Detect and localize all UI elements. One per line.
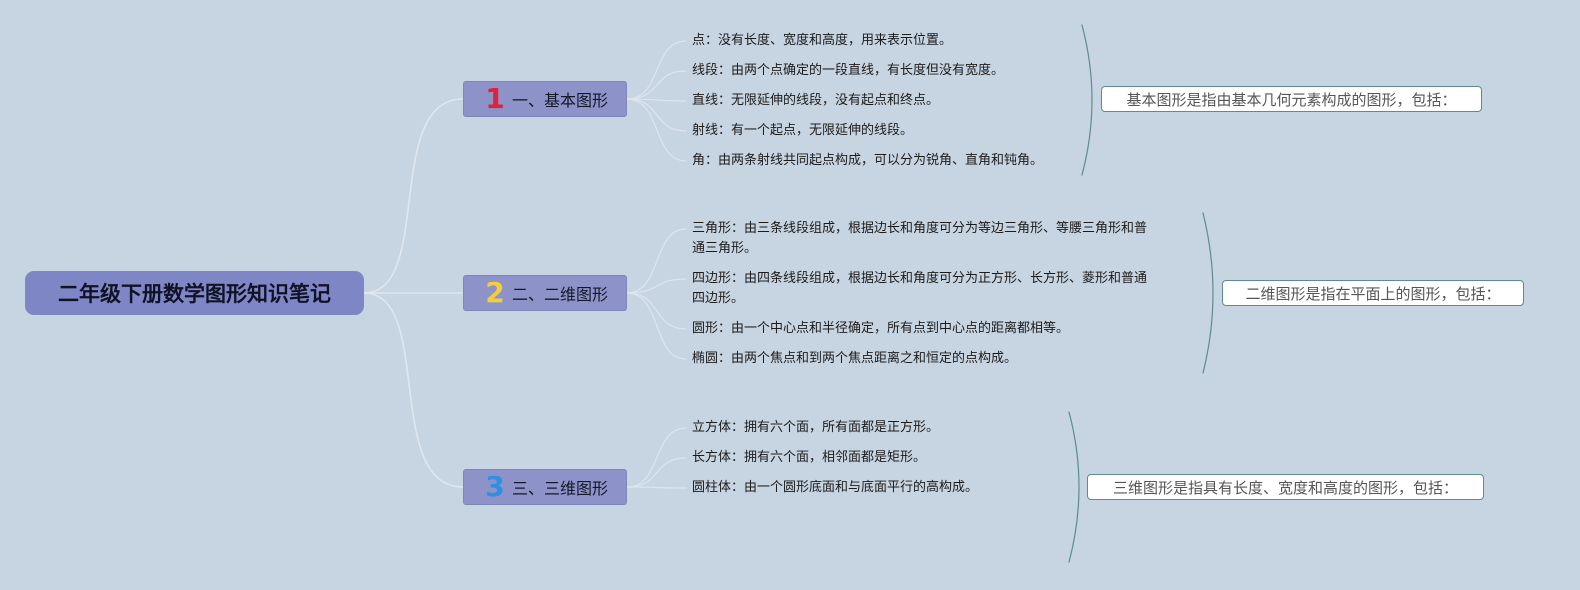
root-node[interactable]: 二年级下册数学图形知识笔记 (25, 271, 364, 315)
leaf-text-line: 四边形：由四条线段组成，根据边长和角度可分为正方形、长方形、菱形和普通 (692, 271, 1148, 286)
summary-box[interactable]: 二维图形是指在平面上的图形，包括： (1222, 280, 1524, 306)
leaf-item[interactable]: 直线：无限延伸的线段，没有起点和终点。 (692, 91, 939, 111)
leaf-text-line: 通三角形。 (692, 241, 758, 256)
summary-bracket (1068, 411, 1080, 563)
leaf-text-line: 射线：有一个起点，无限延伸的线段。 (692, 123, 914, 138)
branch-number-icon: 1 (485, 82, 505, 115)
leaf-item[interactable]: 射线：有一个起点，无限延伸的线段。 (692, 121, 913, 141)
leaf-text-line: 立方体：拥有六个面，所有面都是正方形。 (692, 420, 940, 435)
summary-box[interactable]: 三维图形是指具有长度、宽度和高度的图形，包括： (1087, 474, 1484, 500)
leaf-item[interactable]: 立方体：拥有六个面，所有面都是正方形。 (692, 418, 939, 438)
branch-node-2[interactable]: 2 二、二维图形 (463, 275, 627, 311)
branch-to-leaf-link (626, 427, 687, 488)
leaf-text-line: 直线：无限延伸的线段，没有起点和终点。 (692, 93, 940, 108)
branch-to-leaf-link (626, 98, 687, 162)
branch-number-icon: 2 (485, 276, 505, 309)
summary-bracket (1202, 212, 1214, 374)
branch-to-leaf-link (626, 457, 687, 488)
leaf-text-line: 点：没有长度、宽度和高度，用来表示位置。 (692, 33, 953, 48)
leaf-item[interactable]: 圆形：由一个中心点和半径确定，所有点到中心点的距离都相等。 (692, 319, 1069, 339)
branch-label: 三、三维图形 (512, 479, 609, 498)
branch-to-leaf-link (626, 98, 687, 132)
branch-to-leaf-link (626, 98, 687, 102)
leaf-text-line: 圆形：由一个中心点和半径确定，所有点到中心点的距离都相等。 (692, 321, 1070, 336)
branch-number-icon: 3 (485, 470, 505, 503)
branch-to-leaf-link (626, 228, 687, 294)
branch-label: 一、基本图形 (512, 91, 609, 110)
root-to-branch-link (363, 292, 464, 488)
branch-to-leaf-link (626, 278, 687, 294)
summary-bracket (1081, 24, 1093, 176)
branch-to-leaf-link (626, 70, 687, 100)
leaf-text-line: 线段：由两个点确定的一段直线，有长度但没有宽度。 (692, 63, 1005, 78)
root-title: 二年级下册数学图形知识笔记 (58, 282, 331, 306)
branch-to-leaf-link (626, 292, 687, 360)
leaf-text-line: 椭圆：由两个焦点和到两个焦点距离之和恒定的点构成。 (692, 351, 1018, 366)
leaf-text-line: 三角形：由三条线段组成，根据边长和角度可分为等边三角形、等腰三角形和普 (692, 221, 1148, 236)
leaf-item[interactable]: 椭圆：由两个焦点和到两个焦点距离之和恒定的点构成。 (692, 349, 1017, 369)
summary-box[interactable]: 基本图形是指由基本几何元素构成的图形，包括： (1101, 86, 1482, 112)
leaf-item[interactable]: 四边形：由四条线段组成，根据边长和角度可分为正方形、长方形、菱形和普通四边形。 (692, 269, 1147, 309)
leaf-text-line: 四边形。 (692, 291, 745, 306)
root-to-branch-link (363, 98, 464, 294)
leaf-item[interactable]: 角：由两条射线共同起点构成，可以分为锐角、直角和钝角。 (692, 151, 1043, 171)
branch-node-1[interactable]: 1 一、基本图形 (463, 81, 627, 117)
leaf-item[interactable]: 三角形：由三条线段组成，根据边长和角度可分为等边三角形、等腰三角形和普通三角形。 (692, 219, 1147, 259)
leaf-text-line: 圆柱体：由一个圆形底面和与底面平行的高构成。 (692, 480, 979, 495)
leaf-text-line: 角：由两条射线共同起点构成，可以分为锐角、直角和钝角。 (692, 153, 1044, 168)
branch-to-leaf-link (626, 292, 687, 330)
branch-node-3[interactable]: 3 三、三维图形 (463, 469, 627, 505)
leaf-item[interactable]: 圆柱体：由一个圆形底面和与底面平行的高构成。 (692, 478, 978, 498)
branch-label: 二、二维图形 (512, 285, 609, 304)
leaf-item[interactable]: 线段：由两个点确定的一段直线，有长度但没有宽度。 (692, 61, 1004, 81)
branch-to-leaf-link (626, 40, 687, 100)
leaf-item[interactable]: 长方体：拥有六个面，相邻面都是矩形。 (692, 448, 926, 468)
branch-to-leaf-link (626, 486, 687, 489)
leaf-text-line: 长方体：拥有六个面，相邻面都是矩形。 (692, 450, 927, 465)
leaf-item[interactable]: 点：没有长度、宽度和高度，用来表示位置。 (692, 31, 952, 51)
